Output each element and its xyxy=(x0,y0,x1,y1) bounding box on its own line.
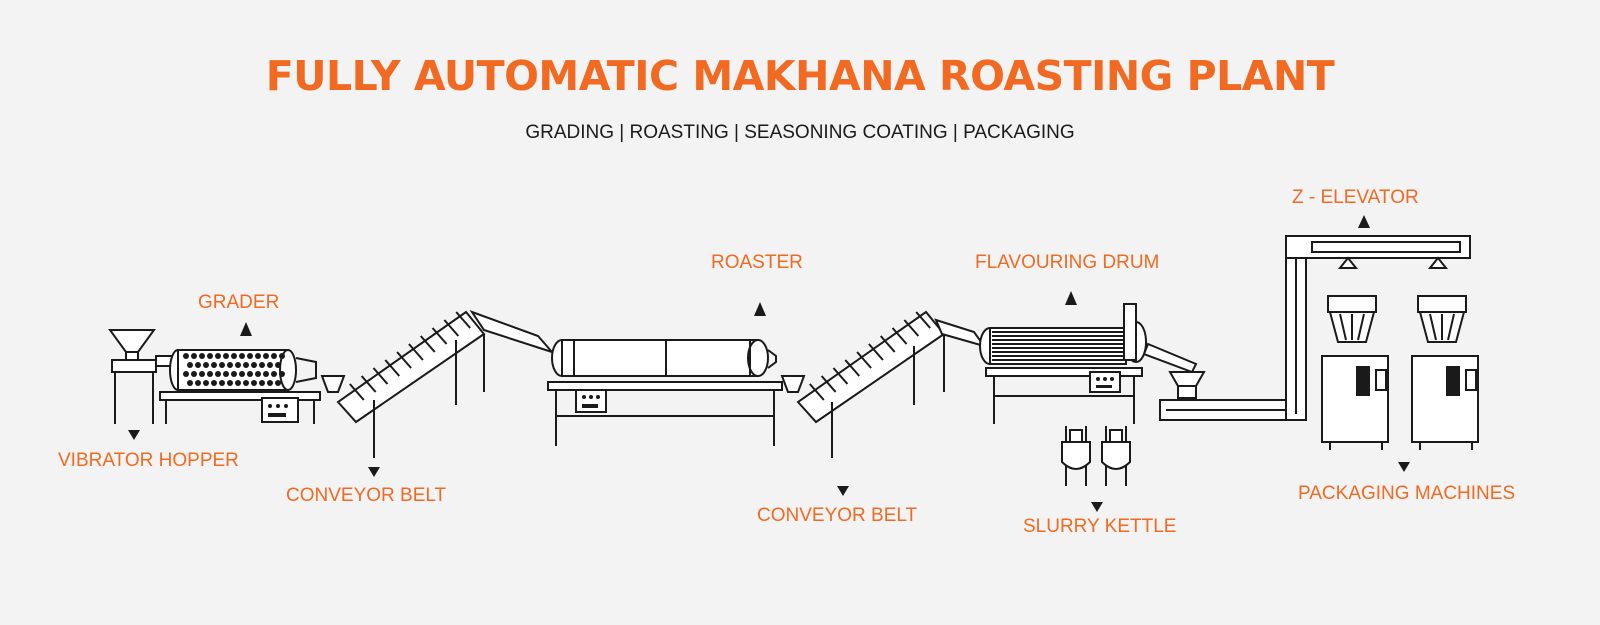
conveyor-belt-2-machine xyxy=(780,310,987,458)
roaster-label: ROASTER xyxy=(711,252,803,273)
conveyor-belt-1-arrow-icon xyxy=(368,467,380,477)
z-elevator-label: Z - ELEVATOR xyxy=(1292,187,1419,208)
slurry-kettle-label: SLURRY KETTLE xyxy=(1023,516,1177,537)
page-subtitle: GRADING | ROASTING | SEASONING COATING |… xyxy=(525,122,1075,143)
flavouring-drum-arrow-icon xyxy=(1065,291,1077,305)
vibrator-hopper-machine xyxy=(108,329,173,424)
roaster-arrow-icon xyxy=(754,302,766,316)
packaging-machine-2 xyxy=(1411,295,1479,450)
z-elevator-machine xyxy=(1159,235,1471,421)
flavouring-drum-label: FLAVOURING DRUM xyxy=(975,252,1160,273)
roaster-machine xyxy=(547,339,783,446)
grader-arrow-icon xyxy=(240,322,252,336)
packaging-machine-1 xyxy=(1321,295,1389,450)
grader-label: GRADER xyxy=(198,292,280,313)
conveyor-belt-2-arrow-icon xyxy=(837,486,849,496)
packaging-machines-label: PACKAGING MACHINES xyxy=(1298,483,1516,504)
conveyor-belt-1-machine xyxy=(320,310,556,458)
vibrator-hopper-label: VIBRATOR HOPPER xyxy=(58,450,239,471)
conveyor-belt-2-label: CONVEYOR BELT xyxy=(757,505,918,526)
grader-machine xyxy=(159,349,321,424)
slurry-kettle-machines xyxy=(1061,426,1131,486)
slurry-kettle-2 xyxy=(1101,426,1131,486)
page-title: FULLY AUTOMATIC MAKHANA ROASTING PLANT xyxy=(265,52,1335,100)
vibrator-hopper-arrow-icon xyxy=(128,430,140,440)
packaging-machines-arrow-icon xyxy=(1398,462,1410,472)
z-elevator-arrow-icon xyxy=(1358,215,1370,228)
label-arrows xyxy=(128,215,1410,512)
slurry-kettle-1 xyxy=(1061,426,1091,486)
conveyor-belt-1-label: CONVEYOR BELT xyxy=(286,485,447,506)
slurry-kettle-arrow-icon xyxy=(1091,502,1103,512)
flavouring-drum-machine xyxy=(979,303,1206,424)
